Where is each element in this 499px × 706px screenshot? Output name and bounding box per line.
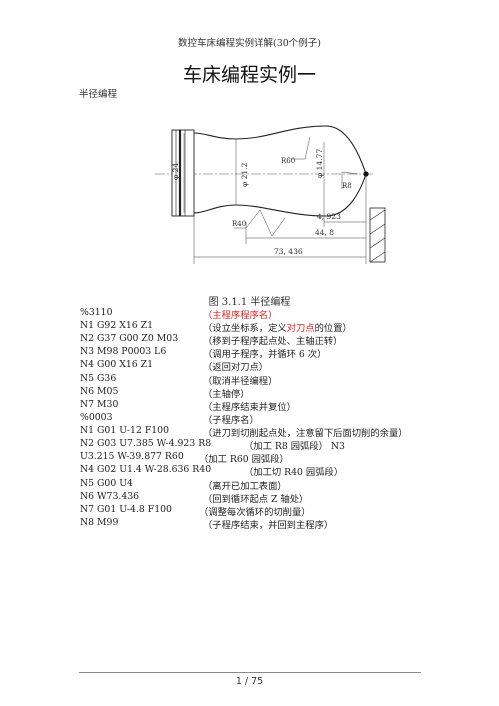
dim-r40: R40: [232, 220, 246, 228]
code-text: N2 G03 U7.385 W-4.923 R8: [80, 438, 212, 449]
program-line: N7 G01 U-4.8 F100 （调整每次循环的切削量）: [80, 504, 311, 518]
program-line: %3110 （主程序程序名）: [80, 307, 277, 321]
program-line: N8 M99 （子程序结束，并回到主程序）: [80, 517, 333, 531]
program-line: %0003 （子程序名）: [80, 412, 259, 426]
code-comment: （进刀到切削起点处，注意留下后面切削的余量）: [203, 428, 408, 439]
code-text: N6 W73.436: [80, 491, 140, 502]
program-line: N1 G01 U-12 F100 （进刀到切削起点处，注意留下后面切削的余量）: [80, 425, 408, 439]
code-comment: （主程序程序名）: [203, 310, 278, 321]
program-line: N6 M05 （主轴停）: [80, 386, 250, 400]
code-text: N1 G01 U-12 F100: [80, 425, 170, 436]
code-text: N5 G36: [80, 373, 117, 384]
dim-73-436: 73, 436: [274, 247, 303, 256]
code-comment: （主轴停）: [203, 389, 250, 400]
code-text: N4 G00 X16 Z1: [80, 359, 153, 370]
code-text: N7 G01 U-4.8 F100: [80, 504, 172, 515]
footer-divider: [79, 672, 421, 673]
program-line: N2 G37 G00 Z0 M03 （移到子程序起点处、主轴正转）: [80, 333, 342, 347]
figure-caption: 图 3.1.1 半径编程: [208, 297, 291, 308]
program-line: N1 G92 X16 Z1 （设立坐标系，定义对刀点的位置）: [80, 320, 352, 334]
code-comment: （返回对刀点）: [203, 362, 269, 373]
code-comment: （子程序名）: [203, 415, 259, 426]
code-comment: （调用子程序，并循环 6 次）: [203, 349, 327, 360]
program-line: N7 M30 （主程序结束并复位）: [80, 399, 296, 413]
page-number: 1 / 75: [235, 676, 264, 687]
code-comment: （回到循环起点 Z 轴处）: [203, 494, 309, 505]
code-text: N6 M05: [80, 386, 119, 397]
code-text: N8 M99: [80, 517, 119, 528]
section-label: 半径编程: [79, 89, 118, 100]
program-line: N4 G02 U1.4 W-28.636 R40 （加工切 R40 园弧段）: [80, 464, 343, 478]
code-comment: （加工 R8 园弧段） N3: [244, 441, 345, 452]
comment-highlight: 对刀点: [286, 323, 315, 334]
part-contour: [193, 125, 367, 217]
page-title: 车床编程实例一: [182, 64, 316, 86]
tool-holder-hatch: [369, 207, 386, 263]
code-text: N4 G02 U1.4 W-28.636 R40: [80, 464, 212, 475]
comment-text: （设立坐标系，定义: [203, 323, 287, 334]
code-text: N5 G00 U4: [80, 478, 133, 489]
dim-r60: R60: [281, 157, 295, 165]
program-line: N5 G00 U4 （离开已加工表面）: [80, 478, 287, 492]
chuck-section: [171, 129, 195, 217]
comment-text: 的位置）: [314, 323, 352, 334]
code-comment: （设立坐标系，定义对刀点的位置）: [203, 320, 352, 334]
dim-d14-77: φ 14.77: [315, 149, 324, 178]
program-line: N5 G36 （取消半径编程）: [80, 373, 277, 387]
code-comment: （加工切 R40 园弧段）: [244, 467, 344, 478]
code-comment: （主程序结束并复位）: [203, 402, 296, 413]
code-comment: （移到子程序起点处、主轴正转）: [203, 336, 343, 347]
code-text: %3110: [80, 307, 113, 318]
dim-d24: φ 24: [171, 163, 180, 180]
code-comment: （加工 R60 园弧段）: [199, 454, 289, 465]
code-comment: （离开已加工表面）: [203, 481, 287, 492]
program-line: N4 G00 X16 Z1 （返回对刀点）: [80, 359, 268, 373]
lathe-part-drawing: φ 24 φ 21.2 φ 14.77 R60 R8 R40 4, 923 44…: [155, 125, 386, 264]
code-text: N3 M98 P0003 L6: [80, 346, 167, 357]
code-comment: （子程序结束，并回到主程序）: [203, 520, 334, 531]
program-line: N2 G03 U7.385 W-4.923 R8 （加工 R8 园弧段） N3: [80, 438, 345, 452]
code-text: %0003: [80, 412, 113, 423]
dim-44-8: 44, 8: [315, 228, 334, 237]
code-text: U3.215 W-39.877 R60: [80, 451, 184, 462]
code-text: N2 G37 G00 Z0 M03: [80, 333, 179, 344]
program-line: U3.215 W-39.877 R60 （加工 R60 园弧段）: [80, 451, 289, 465]
program-line: N6 W73.436 （回到循环起点 Z 轴处）: [80, 491, 308, 505]
dim-4-923: 4, 923: [317, 212, 341, 221]
dim-d21-2: φ 21.2: [240, 162, 249, 187]
code-comment: （调整每次循环的切削量）: [199, 507, 311, 518]
code-text: N7 M30: [80, 399, 119, 410]
document-header: 数控车床编程实例详解(30个例子): [177, 38, 321, 49]
dim-r8: R8: [342, 182, 352, 190]
code-comment: （取消半径编程）: [203, 376, 278, 387]
code-text: N1 G92 X16 Z1: [80, 320, 153, 331]
program-line: N3 M98 P0003 L6 （调用子程序，并循环 6 次）: [80, 346, 326, 360]
